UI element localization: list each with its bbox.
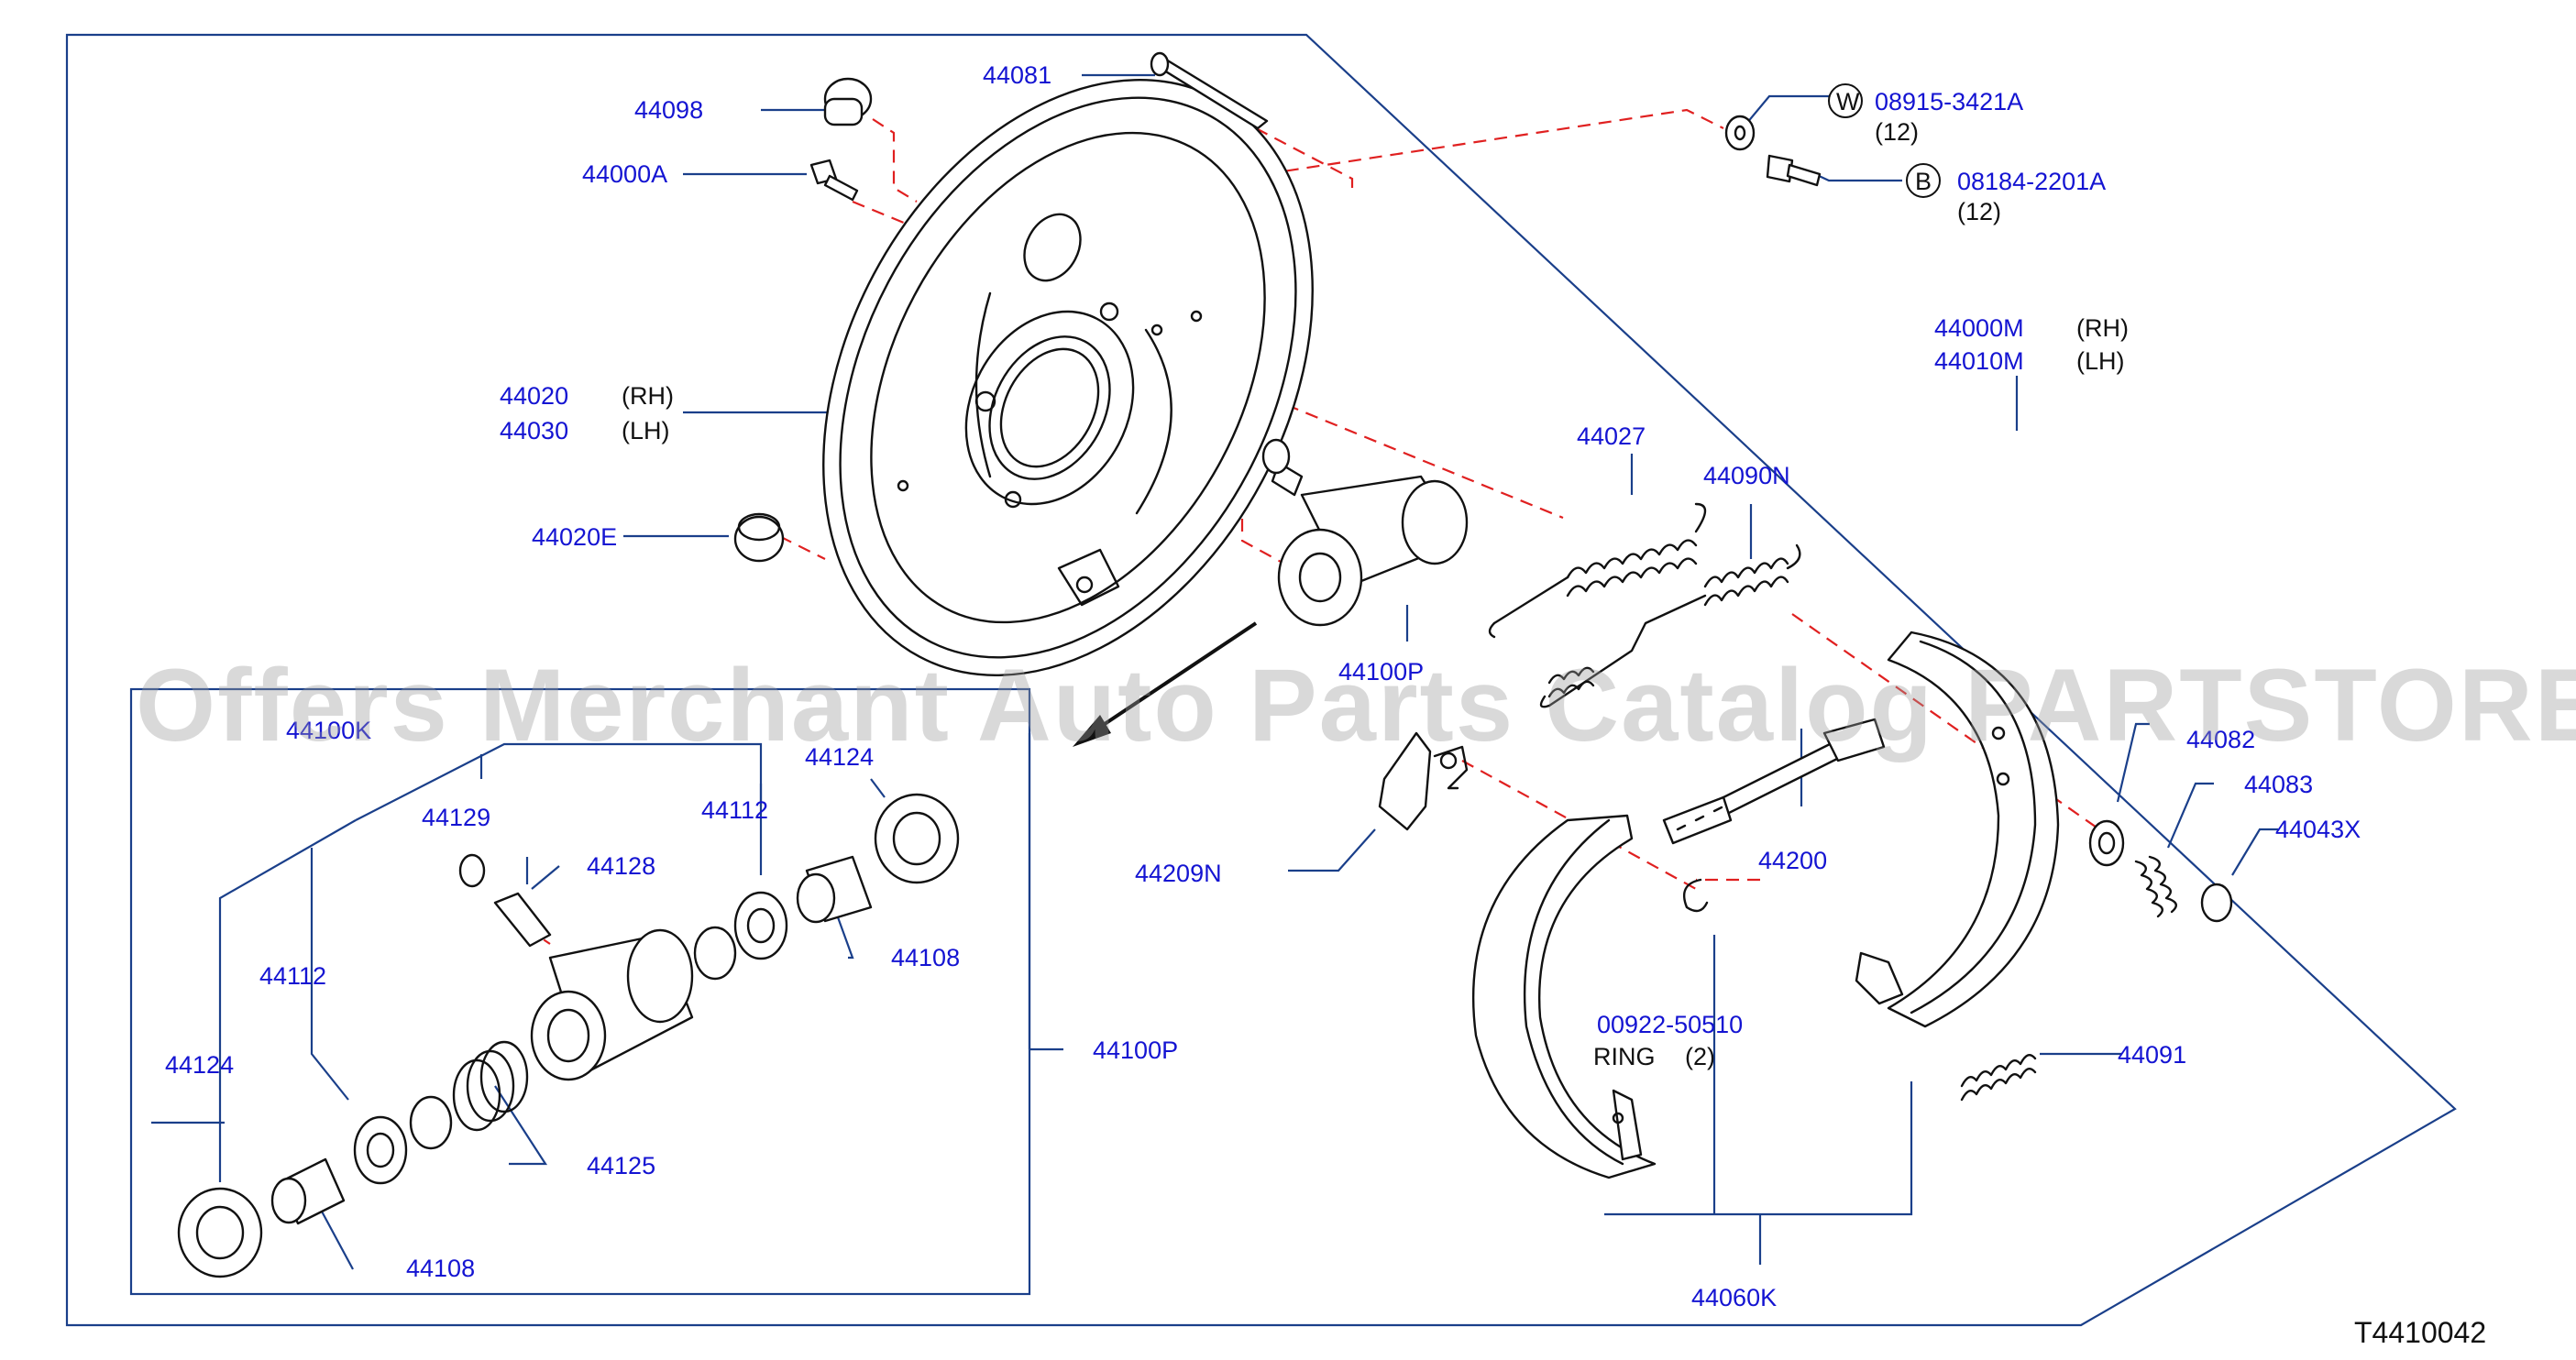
label-44129: 44129	[422, 804, 490, 831]
spring-44091	[1960, 1053, 2037, 1102]
bleeder-44128	[493, 892, 552, 948]
label-b-qty: (12)	[1957, 198, 2001, 225]
cup-44112-left-b	[353, 1115, 408, 1185]
brake-shoe-left	[1472, 814, 1657, 1179]
label-44100P-right: 44100P	[1093, 1036, 1178, 1064]
label-44100K: 44100K	[286, 717, 371, 744]
label-w-part: 08915-3421A	[1875, 88, 2023, 115]
label-44125: 44125	[587, 1152, 655, 1179]
piston-44108-top	[796, 855, 873, 924]
piston-44108-bottom	[270, 1157, 346, 1225]
label-44124-left: 44124	[165, 1051, 234, 1079]
w-symbol: W	[1836, 88, 1860, 115]
label-00922: 00922-50510	[1597, 1011, 1743, 1038]
label-44128: 44128	[587, 852, 655, 880]
spring-44090N	[1539, 543, 1801, 708]
label-ring-qty: (2)	[1685, 1043, 1715, 1070]
bolt-44000A	[809, 159, 859, 202]
label-ring: RING	[1593, 1043, 1656, 1070]
cup-44112-top	[693, 926, 737, 981]
label-44098: 44098	[634, 96, 703, 124]
label-44027: 44027	[1577, 422, 1646, 450]
spring-44083	[2134, 855, 2177, 918]
backing-plate	[822, 79, 1314, 676]
label-44200: 44200	[1758, 847, 1827, 874]
label-w-qty: (12)	[1875, 118, 1919, 146]
label-44091: 44091	[2118, 1041, 2186, 1069]
label-44108-bottom: 44108	[406, 1255, 475, 1282]
adjuster-44200	[1662, 718, 1886, 845]
cap-44129	[458, 853, 486, 888]
label-44000M-side: (RH)	[2076, 314, 2129, 342]
diagram-code: T4410042	[2354, 1316, 2486, 1349]
outer-frame	[65, 33, 2457, 1327]
w-symbol-circle	[1828, 83, 1863, 118]
spring-44027	[1488, 502, 1707, 639]
label-44020-side: (RH)	[622, 382, 674, 410]
label-44060K: 44060K	[1691, 1284, 1777, 1311]
b-symbol: B	[1915, 168, 1932, 195]
label-b-part: 08184-2201A	[1957, 168, 2106, 195]
label-44083: 44083	[2244, 771, 2313, 798]
label-44124-top: 44124	[805, 743, 874, 771]
exploded-cylinder-body	[530, 928, 694, 1081]
label-44010M-side: (LH)	[2076, 347, 2125, 375]
label-44108-top: 44108	[891, 944, 960, 971]
bolt-b	[1766, 154, 1822, 187]
bolt-44081	[1150, 51, 1269, 130]
lever-44209N	[1378, 731, 1469, 831]
detail-arrow	[1073, 621, 1258, 747]
label-44030-side: (LH)	[622, 417, 670, 444]
boot-44124-left	[177, 1187, 263, 1278]
label-44030: 44030	[500, 417, 568, 444]
label-44020: 44020	[500, 382, 568, 410]
label-44020E: 44020E	[532, 523, 617, 551]
ring-00922	[1682, 878, 1709, 913]
label-44090N: 44090N	[1703, 462, 1790, 489]
label-44081: 44081	[983, 61, 1051, 89]
cup-44112-top-b	[733, 891, 788, 960]
boot-44124-top	[874, 793, 960, 884]
plug-44098	[823, 77, 873, 126]
watermark-text: Offers Merchant Auto Parts Catalog PARTS…	[136, 648, 2576, 762]
cup-44112-left	[409, 1095, 453, 1150]
leader-lines	[151, 73, 2278, 1270]
part-labels: 44081 44098 44000A W 08915-3421A (12) B …	[165, 61, 2361, 1311]
brake-shoe-right	[1855, 631, 2060, 1028]
label-44000M: 44000M	[1934, 314, 2024, 342]
label-44100P-top: 44100P	[1338, 658, 1424, 685]
label-44000A: 44000A	[582, 160, 667, 188]
spring-44125	[452, 1040, 529, 1132]
label-44043X: 44043X	[2275, 816, 2361, 843]
washer-w	[1724, 115, 1756, 151]
label-44082: 44082	[2186, 726, 2255, 753]
wheel-cylinder	[1261, 438, 1469, 627]
label-44010M: 44010M	[1934, 347, 2024, 375]
washer-44043X	[2200, 883, 2233, 923]
label-44112-left: 44112	[259, 962, 326, 990]
washer-44082	[2088, 819, 2125, 867]
label-44209N: 44209N	[1135, 860, 1222, 887]
plug-44020E	[733, 512, 785, 563]
label-44112-top: 44112	[701, 796, 768, 824]
b-symbol-circle	[1906, 163, 1941, 198]
spring-small	[1547, 666, 1595, 698]
